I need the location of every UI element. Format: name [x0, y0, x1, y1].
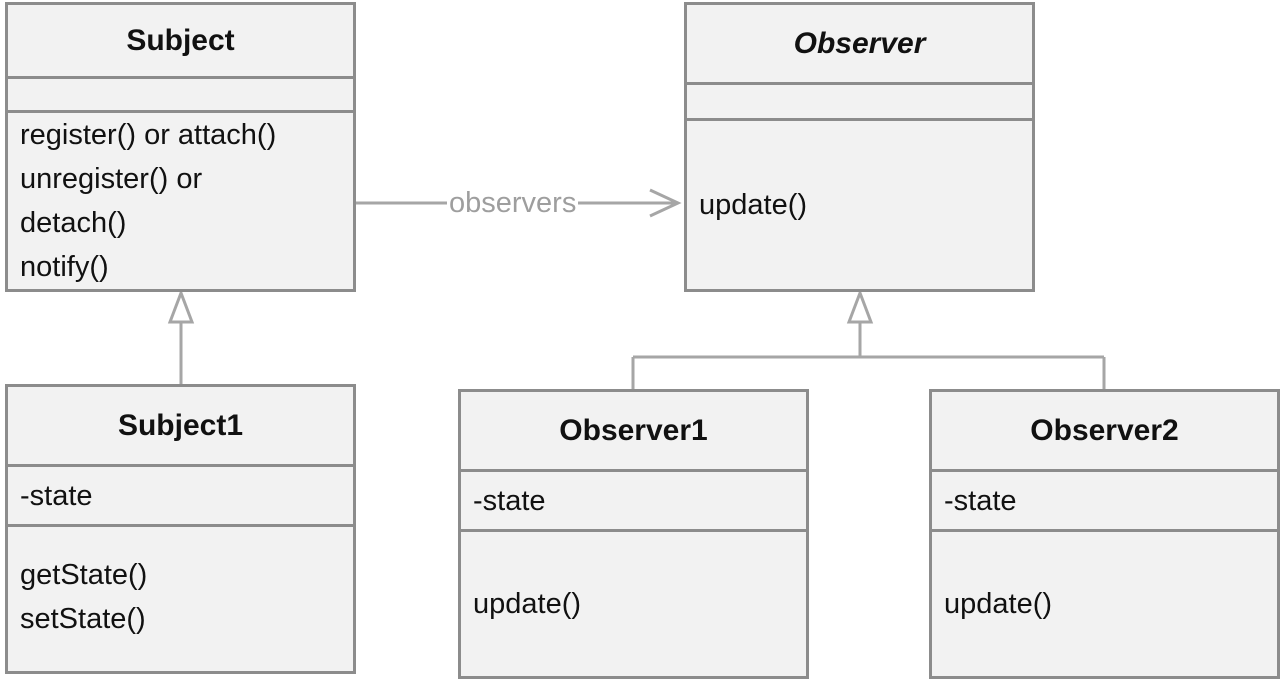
operation-set-state: setState(): [20, 603, 146, 635]
operation-register: register() or attach(): [20, 119, 277, 151]
class-observer1: Observer1 -state update(): [458, 389, 809, 679]
class-observer-operations: update(): [687, 121, 1032, 289]
operation-notify: notify(): [20, 251, 109, 283]
operation-unregister: unregister() or: [20, 163, 203, 195]
operation-detach: detach(): [20, 207, 127, 239]
class-subject: Subject register() or attach() unregiste…: [5, 2, 356, 292]
class-observer2-name: Observer2: [932, 392, 1277, 472]
class-subject1-name: Subject1: [8, 387, 353, 467]
class-subject1: Subject1 -state getState() setState(): [5, 384, 356, 674]
class-observer2: Observer2 -state update(): [929, 389, 1280, 679]
operation-update: update(): [699, 189, 808, 221]
attribute-state: -state: [944, 484, 1017, 517]
operation-update: update(): [473, 588, 582, 620]
generalization-observer-triangle: [846, 288, 874, 324]
class-observer-attributes: [687, 85, 1032, 121]
class-observer-name: Observer: [687, 5, 1032, 85]
generalization-subject-triangle: [167, 288, 195, 324]
class-observer1-operations: update(): [461, 532, 806, 676]
operation-update: update(): [944, 588, 1053, 620]
class-observer1-attributes: -state: [461, 472, 806, 532]
class-observer2-operations: update(): [932, 532, 1277, 676]
association-arrowhead: [649, 188, 682, 218]
class-subject-name: Subject: [8, 5, 353, 80]
class-observer: Observer update(): [684, 2, 1035, 292]
class-subject1-operations: getState() setState(): [8, 527, 353, 671]
attribute-state: -state: [20, 479, 93, 512]
attribute-state: -state: [473, 484, 546, 517]
association-label: observers: [447, 185, 579, 221]
class-subject-operations: register() or attach() unregister() or d…: [8, 113, 353, 289]
class-observer1-name: Observer1: [461, 392, 806, 472]
class-subject-attributes: [8, 79, 353, 113]
operation-get-state: getState(): [20, 559, 148, 591]
class-observer2-attributes: -state: [932, 472, 1277, 532]
class-subject1-attributes: -state: [8, 467, 353, 527]
